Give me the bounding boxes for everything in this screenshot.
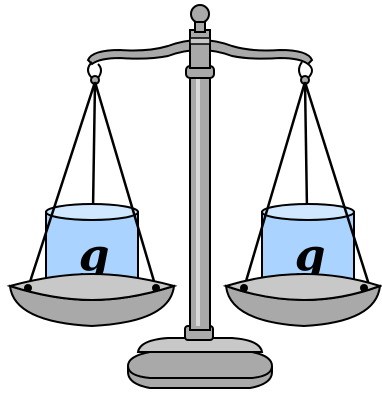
scale-base: [127, 325, 273, 389]
left-pan-assembly: g: [6, 81, 178, 328]
right-hanger: [298, 61, 313, 85]
right-pan: [222, 272, 382, 328]
right-pan-assembly: g: [222, 81, 382, 328]
scale-pillar: [185, 65, 215, 331]
left-pan: [6, 272, 178, 328]
left-weight-label: g: [79, 230, 110, 281]
right-weight-label: g: [295, 230, 326, 281]
left-hanger: [87, 61, 102, 85]
scale-beam: [86, 4, 314, 69]
